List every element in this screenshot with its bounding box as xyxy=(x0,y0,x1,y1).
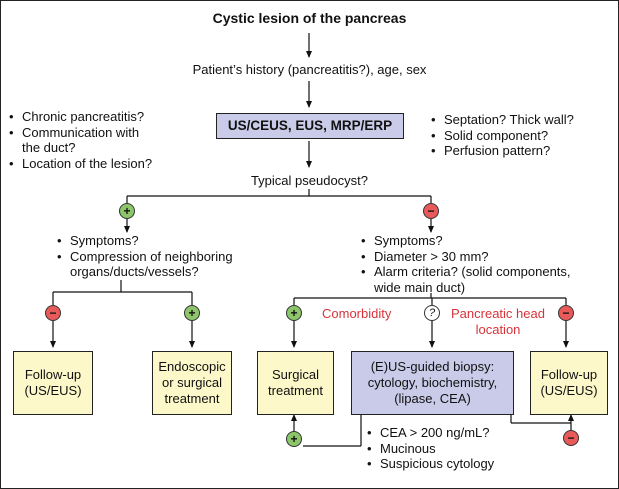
box-line: Follow-up xyxy=(540,367,598,382)
followup-right-box: Follow-up (US/EUS) xyxy=(530,351,608,415)
result-item: Mucinous xyxy=(367,441,494,457)
result-item: CEA > 200 ng/mL? xyxy=(367,425,494,441)
minus-icon: − xyxy=(558,305,574,321)
question-item: the duct? xyxy=(22,140,76,155)
right-question-list: Septation? Thick wall? Solid component? … xyxy=(431,112,574,159)
patient-history-step: Patient’s history (pancreatitis?), age, … xyxy=(192,62,427,77)
question-icon: ? xyxy=(424,305,440,321)
box-line: Surgical xyxy=(272,367,319,382)
question-item: Septation? Thick wall? xyxy=(431,112,574,128)
biopsy-box: (E)US-guided biopsy: cytology, biochemis… xyxy=(351,351,514,415)
question-item: Alarm criteria? (solid components, xyxy=(361,264,571,280)
biopsy-result-list: CEA > 200 ng/mL? Mucinous Suspicious cyt… xyxy=(367,425,494,472)
box-line: (E)US-guided biopsy: xyxy=(370,359,495,374)
box-line: or surgical xyxy=(162,375,222,390)
box-line: (lipase, CEA) xyxy=(394,391,471,406)
box-line: (US/EUS) xyxy=(540,383,598,398)
minus-icon: − xyxy=(45,305,61,321)
surgical-treatment-box: Surgical treatment xyxy=(257,351,334,415)
box-line: cytology, biochemistry, xyxy=(367,375,498,390)
minus-icon: − xyxy=(423,203,439,219)
box-line: treatment xyxy=(268,383,323,398)
question-item: Communication with xyxy=(9,125,152,141)
plus-icon: + xyxy=(286,305,302,321)
question-item: Symptoms? xyxy=(57,233,233,249)
question-item: Diameter > 30 mm? xyxy=(361,249,571,265)
pseudocyst-question: Typical pseudocyst? xyxy=(250,173,369,188)
question-item: Solid component? xyxy=(431,128,574,144)
question-continuation: wide main duct) xyxy=(374,279,466,295)
question-item: wide main duct) xyxy=(361,280,571,296)
left-question-list: Chronic pancreatitis? Communication with… xyxy=(9,109,152,171)
box-line: Endoscopic xyxy=(158,359,226,374)
plus-icon: + xyxy=(119,203,135,219)
comorbidity-label: Comorbidity xyxy=(322,306,392,321)
plus-icon: + xyxy=(286,431,302,447)
question-item: Location of the lesion? xyxy=(9,156,152,172)
minus-branch-questions: Symptoms? Diameter > 30 mm? Alarm criter… xyxy=(361,233,571,295)
question-item: Symptoms? xyxy=(361,233,571,249)
minus-icon: − xyxy=(563,430,579,446)
head-location-label: Pancreatic head location xyxy=(442,306,554,338)
endoscopic-treatment-box: Endoscopic or surgical treatment xyxy=(152,351,232,415)
diagram-title: Cystic lesion of the pancreas xyxy=(212,10,407,26)
plus-branch-questions: Symptoms? Compression of neighboring org… xyxy=(57,233,233,280)
head-location-line: Pancreatic head xyxy=(451,306,545,321)
plus-icon: + xyxy=(184,305,200,321)
imaging-box: US/CEUS, EUS, MRP/ERP xyxy=(216,113,404,139)
question-item: Chronic pancreatitis? xyxy=(9,109,152,125)
box-line: (US/EUS) xyxy=(24,383,82,398)
box-line: Follow-up xyxy=(24,367,82,382)
result-item: Suspicious cytology xyxy=(367,456,494,472)
box-line: treatment xyxy=(164,391,220,406)
question-item: Perfusion pattern? xyxy=(431,143,574,159)
followup-left-box: Follow-up (US/EUS) xyxy=(13,351,93,415)
question-continuation: organs/ducts/vessels? xyxy=(70,264,199,279)
head-location-line: location xyxy=(475,322,521,337)
question-item: Compression of neighboring xyxy=(57,249,233,265)
question-item: organs/ducts/vessels? xyxy=(57,264,233,280)
